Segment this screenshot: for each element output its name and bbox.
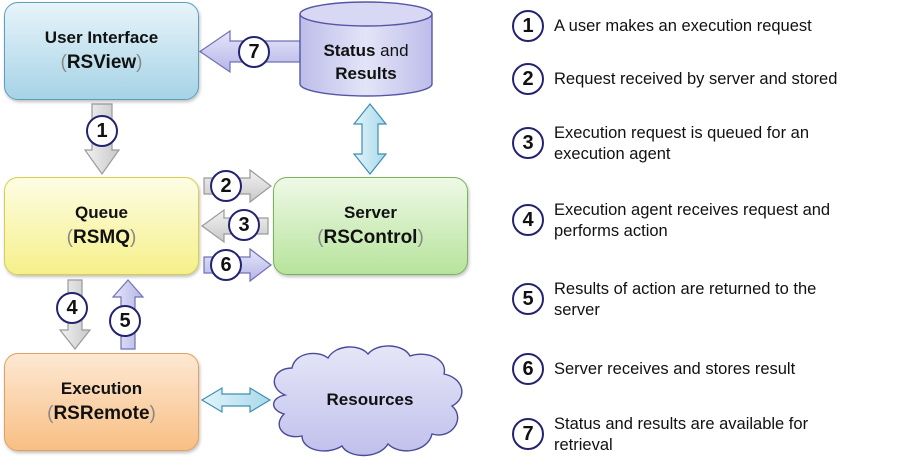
legend-item: 3 Execution request is queued for an exe… <box>512 124 854 166</box>
legend-badge-7: 7 <box>512 418 544 450</box>
legend-text-2: Request received by server and stored <box>554 70 838 88</box>
status-results-label: Status and Results <box>323 41 409 83</box>
arrow-execution-resources <box>200 386 272 414</box>
arrow-status-server <box>352 103 388 175</box>
legend-text-5: Results of action are returned to the se… <box>554 280 817 320</box>
legend-badge-2: 2 <box>512 63 544 95</box>
execution-node: Execution (RSRemote) <box>4 353 199 451</box>
step-badge-4: 4 <box>56 292 88 324</box>
server-title: Server <box>344 202 397 222</box>
server-node: Server (RSControl) <box>273 177 468 275</box>
legend-badge-5: 5 <box>512 283 544 315</box>
user-interface-title: User Interface <box>44 27 159 47</box>
resources-cloud <box>272 345 463 457</box>
step-badge-7: 7 <box>238 36 270 68</box>
legend-item: 1 A user makes an execution request <box>512 10 894 42</box>
legend-text-6: Server receives and stores result <box>554 360 796 378</box>
user-interface-node: User Interface (RSView) <box>4 2 199 100</box>
server-component: RSControl <box>323 226 418 248</box>
legend-item: 6 Server receives and stores result <box>512 353 894 385</box>
step-badge-2: 2 <box>210 170 242 202</box>
execution-title: Execution <box>60 378 143 398</box>
legend-text-3: Execution request is queued for an execu… <box>554 124 810 164</box>
legend-badge-6: 6 <box>512 353 544 385</box>
status-results-cylinder <box>299 1 433 97</box>
resources-label: Resources <box>326 390 414 409</box>
legend-badge-1: 1 <box>512 10 544 42</box>
execution-component: RSRemote <box>53 402 150 424</box>
legend-badge-3: 3 <box>512 127 544 159</box>
step-badge-6: 6 <box>210 249 242 281</box>
legend-text-4: Execution agent receives request and per… <box>554 201 831 241</box>
legend-text-1: A user makes an execution request <box>554 17 812 35</box>
step-badge-3: 3 <box>228 209 260 241</box>
step-badge-5: 5 <box>109 305 141 337</box>
queue-component: RSMQ <box>73 226 130 248</box>
legend-item: 4 Execution agent receives request and p… <box>512 201 884 243</box>
legend-item: 5 Results of action are returned to the … <box>512 280 864 322</box>
step-badge-1: 1 <box>86 115 118 147</box>
legend-text-7: Status and results are available for ret… <box>554 415 809 455</box>
user-interface-component: RSView <box>66 51 137 73</box>
queue-title: Queue <box>75 202 128 222</box>
legend-item: 7 Status and results are available for r… <box>512 415 864 457</box>
legend-item: 2 Request received by server and stored <box>512 63 894 95</box>
legend-badge-4: 4 <box>512 204 544 236</box>
queue-node: Queue (RSMQ) <box>4 177 199 275</box>
